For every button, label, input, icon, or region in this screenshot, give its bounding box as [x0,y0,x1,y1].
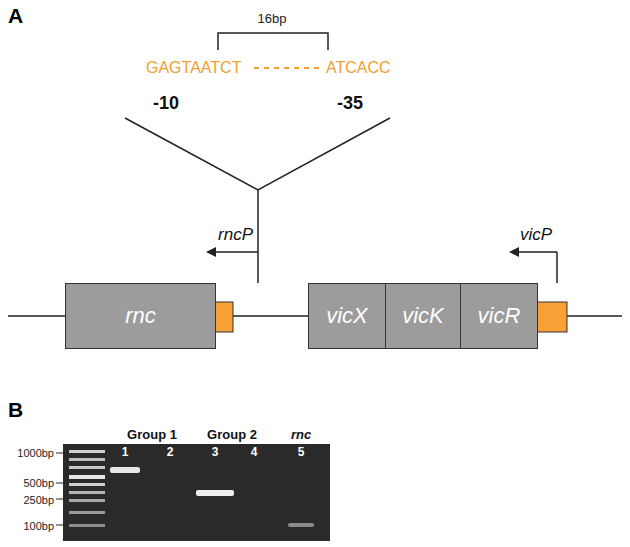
ladder-size: 1000bp [17,447,54,460]
gel-band [196,490,234,496]
promoter-box [215,302,233,332]
ladder-size: 250bp [23,494,54,507]
group-label: Group 1 [127,428,177,443]
lane-number: 1 [122,446,129,460]
dna-line [567,315,622,317]
spacer-length: 16bp [258,12,287,27]
gene-box: vicK [385,283,461,349]
vicp-arrowhead [509,247,519,257]
lane-number: 2 [167,446,174,460]
gel-band [288,523,314,527]
gene-name: vicR [478,303,521,329]
gene-box: rnc [65,283,216,349]
minus35-sequence: ATCACC [326,59,391,77]
sequence-spacer [254,67,321,69]
panel-letter: A [8,4,23,28]
ladder-size: 100bp [23,520,54,533]
promoter-name: vicP [520,225,552,245]
promoter-name: rncP [218,225,253,245]
lane-label: rnc [291,428,311,443]
dna-line [8,315,66,317]
minus10-sequence: GAGTAATCT [146,59,241,77]
lane-number: 4 [251,446,258,460]
dna-line [233,315,309,317]
spacer-bracket [218,33,328,50]
lane-number: 5 [298,446,305,460]
vicp-stem [556,252,558,283]
panel-letter: B [8,398,23,422]
gel-band [110,467,140,473]
gene-box: vicX [308,283,386,349]
vicp-arrow-line [517,251,557,253]
ladder-size: 500bp [23,477,54,490]
promoter-box [537,302,567,332]
zoom-lines [125,118,390,190]
box-position: -10 [153,93,179,114]
gel-image [63,444,330,541]
rncp-arrowhead [206,247,216,257]
ladder-ticks [56,453,63,525]
gene-name: vicX [326,303,368,329]
gene-name: rnc [125,303,156,329]
rncp-stem [257,190,259,283]
gene-name: vicK [402,303,444,329]
rncp-arrow-line [214,251,258,253]
gene-box: vicR [460,283,538,349]
ladder-bands [69,450,105,527]
group-label: Group 2 [207,428,257,443]
lane-number: 3 [212,446,219,460]
box-position: -35 [337,93,363,114]
